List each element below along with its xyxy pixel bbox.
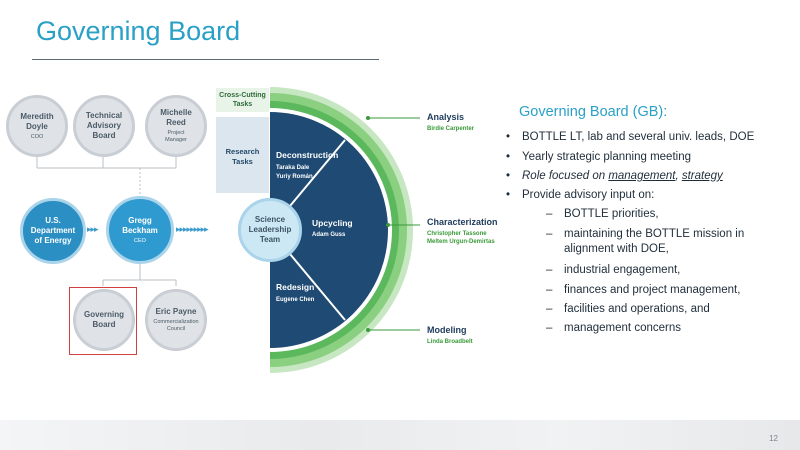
segment-upcycling-people: Adam Guss bbox=[312, 231, 345, 240]
slide-title: Governing Board bbox=[36, 16, 241, 46]
sub-bullet-marker: – bbox=[546, 264, 553, 276]
segment-upcycling-title: Upcycling bbox=[312, 218, 353, 228]
sub-bullet-text: facilities and operations, and bbox=[564, 303, 710, 315]
node-name: Meredith Doyle bbox=[20, 111, 54, 131]
node-name: Technical Advisory Board bbox=[85, 111, 123, 140]
node-science-leadership-team-front: Science Leadership Team bbox=[238, 198, 302, 262]
bullet-text: Provide advisory input on: bbox=[522, 189, 655, 201]
sub-bullet-text: finances and project management, bbox=[564, 284, 741, 296]
title-underline bbox=[32, 59, 379, 60]
sub-bullet-text: management concerns bbox=[564, 322, 681, 334]
gb-heading: Governing Board (GB): bbox=[519, 104, 668, 120]
lead-modeling-title: Modeling bbox=[427, 325, 467, 335]
lead-analysis-people: Birdie Carpenter bbox=[427, 125, 474, 133]
role-management: management bbox=[608, 170, 676, 182]
node-michelle-reed: Michelle Reed Project Manager bbox=[145, 95, 207, 157]
node-governing-board[interactable]: Governing Board bbox=[73, 289, 135, 351]
research-tasks-label: Research Tasks bbox=[216, 117, 269, 193]
node-gregg-beckham: Gregg Beckham CEO bbox=[106, 196, 174, 264]
person: Birdie Carpenter bbox=[427, 126, 475, 132]
bullet-marker: • bbox=[506, 131, 511, 143]
node-meredith-doyle: Meredith Doyle COO bbox=[6, 95, 68, 157]
sub-bullet-text: industrial engagement, bbox=[564, 264, 681, 276]
role-pre: Role focused on bbox=[522, 170, 609, 182]
bullet-text-role: Role focused on management, strategy bbox=[522, 169, 796, 184]
segment-redesign-title: Redesign bbox=[276, 282, 315, 292]
node-name: U.S. Department of Energy bbox=[30, 216, 76, 245]
governing-board-highlight bbox=[69, 287, 137, 355]
footer-band bbox=[0, 420, 800, 450]
segment-deconstruction-people: Taraka Dale Yuriy Román bbox=[276, 164, 313, 182]
sub-bullet-marker: – bbox=[546, 228, 553, 240]
lead-modeling-people: Linda Broadbelt bbox=[427, 338, 473, 346]
node-role: Commercialization Council bbox=[153, 319, 199, 332]
sub-bullet-marker: – bbox=[546, 208, 553, 220]
node-name: Governing Board bbox=[83, 310, 124, 329]
lead-analysis-title: Analysis bbox=[427, 112, 465, 122]
bullet-marker: • bbox=[506, 170, 511, 182]
bullet-text: BOTTLE LT, lab and several univ. leads, … bbox=[522, 131, 755, 143]
sub-bullet-marker: – bbox=[546, 322, 553, 334]
node-us-doe: U.S. Department of Energy bbox=[20, 198, 86, 264]
role-strategy: strategy bbox=[681, 170, 723, 182]
cross-cutting-tasks-text: Cross-Cutting Tasks bbox=[219, 92, 266, 108]
person: Eugene Chen bbox=[276, 297, 315, 303]
cross-cutting-tasks-label: Cross-Cutting Tasks bbox=[216, 88, 269, 112]
sub-bullet-text: BOTTLE priorities, bbox=[564, 208, 659, 220]
node-technical-advisory-board: Technical Advisory Board bbox=[73, 95, 135, 157]
bullet-marker: • bbox=[506, 151, 511, 163]
role-mid: , bbox=[675, 170, 682, 182]
person: Adam Guss bbox=[312, 232, 346, 238]
research-tasks-text: Research Tasks bbox=[225, 147, 260, 166]
node-name: Eric Payne bbox=[155, 307, 197, 316]
node-name: Gregg Beckham bbox=[122, 215, 158, 235]
sub-bullet-text: maintaining the BOTTLE mission in alignm… bbox=[564, 228, 745, 255]
node-eric-payne: Eric Payne Commercialization Council bbox=[145, 289, 207, 351]
bullet-marker: • bbox=[506, 189, 511, 201]
page-number: 12 bbox=[769, 434, 778, 443]
person: Yuriy Román bbox=[276, 174, 313, 180]
node-name: Michelle Reed bbox=[160, 108, 192, 127]
sub-bullet-marker: – bbox=[546, 303, 553, 315]
person: Christopher Tassone bbox=[427, 231, 487, 237]
person: Meltem Urgun-Demirtas bbox=[427, 239, 495, 245]
arrow-chain-doe-ceo: ▸▸▸ bbox=[87, 225, 99, 235]
node-role: COO bbox=[30, 133, 44, 140]
node-role: CEO bbox=[134, 237, 146, 244]
arrow-chain-ceo-slt: ▸▸▸▸▸▸▸▸▸ bbox=[176, 225, 209, 235]
lead-characterization-title: Characterization bbox=[427, 217, 498, 227]
node-role: Project Manager bbox=[165, 130, 187, 143]
bullet-text: Yearly strategic planning meeting bbox=[522, 151, 691, 163]
segment-redesign-people: Eugene Chen bbox=[276, 296, 314, 305]
node-name: Science Leadership Team bbox=[248, 215, 292, 244]
segment-deconstruction-title: Deconstruction bbox=[276, 150, 339, 160]
person: Taraka Dale bbox=[276, 165, 310, 171]
lead-characterization-people: Christopher Tassone Meltem Urgun-Demirta… bbox=[427, 230, 495, 246]
person: Linda Broadbelt bbox=[427, 339, 473, 345]
sub-bullet-marker: – bbox=[546, 284, 553, 296]
